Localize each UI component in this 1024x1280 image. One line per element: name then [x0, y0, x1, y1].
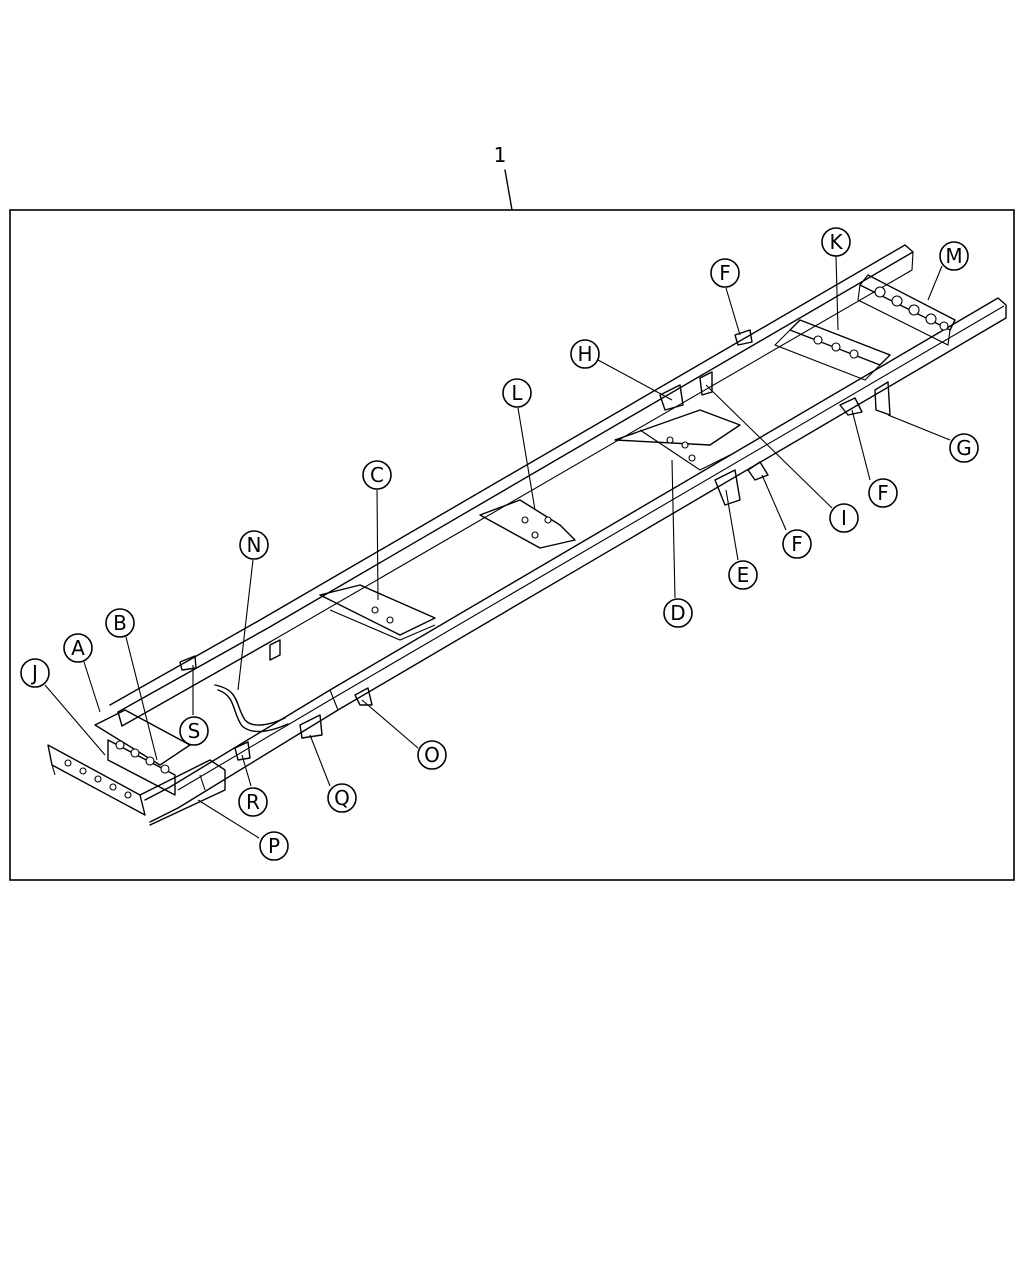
callout-label: O — [424, 743, 440, 767]
callout-R: R — [238, 787, 268, 817]
callout-label: M — [945, 244, 962, 268]
callout-label: H — [577, 342, 592, 366]
callout-F-middle: F — [782, 529, 812, 559]
callout-S: S — [179, 716, 209, 746]
callout-E: E — [728, 560, 758, 590]
callout-label: B — [113, 611, 127, 635]
callout-label: S — [188, 719, 201, 743]
callout-D: D — [663, 598, 693, 628]
callout-C: C — [362, 460, 392, 490]
callout-label: P — [268, 834, 280, 858]
callout-label: Q — [334, 786, 350, 810]
assembly-ref-number: 1 — [494, 143, 507, 167]
callout-label: F — [877, 481, 889, 505]
callout-label: F — [719, 261, 731, 285]
callout-label: K — [829, 230, 843, 254]
callout-L: L — [502, 378, 532, 408]
callout-label: J — [30, 661, 38, 685]
callout-H: H — [570, 339, 600, 369]
callout-M: M — [939, 241, 969, 271]
callout-label: I — [841, 506, 847, 530]
callout-label: G — [956, 436, 972, 460]
callout-F-upper: F — [710, 258, 740, 288]
diagram-border — [9, 209, 1015, 881]
callout-B: B — [105, 608, 135, 638]
callout-label: N — [247, 533, 262, 557]
callout-label: E — [737, 563, 750, 587]
callout-J: J — [20, 658, 50, 688]
callout-label: A — [71, 636, 85, 660]
callout-label: D — [670, 601, 685, 625]
callout-O: O — [417, 740, 447, 770]
callout-label: C — [370, 463, 384, 487]
callout-label: F — [791, 532, 803, 556]
callout-label: R — [246, 790, 260, 814]
callout-N: N — [239, 530, 269, 560]
callout-I: I — [829, 503, 859, 533]
callout-A: A — [63, 633, 93, 663]
callout-P: P — [259, 831, 289, 861]
callout-Q: Q — [327, 783, 357, 813]
callout-K: K — [821, 227, 851, 257]
callout-label: L — [511, 381, 523, 405]
leader-lines — [44, 255, 951, 839]
assembly-ref-leader — [504, 169, 513, 211]
callout-G: G — [949, 433, 979, 463]
callout-F-right: F — [868, 478, 898, 508]
